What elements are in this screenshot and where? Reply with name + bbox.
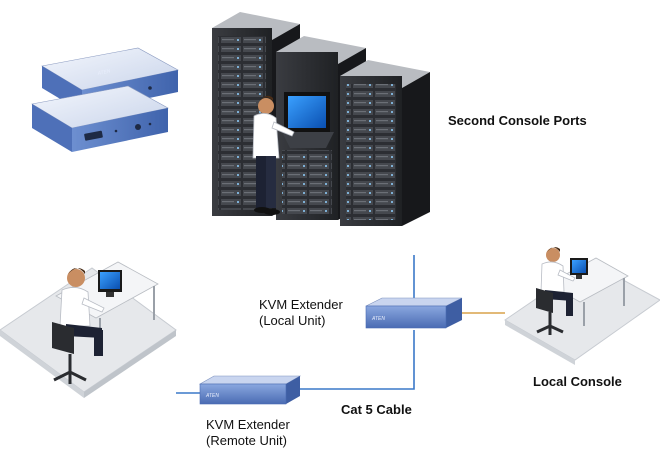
svg-text:ATEN: ATEN	[96, 68, 111, 77]
kvm-local-label-line2: (Local Unit)	[259, 313, 326, 328]
second-console-ports-label: Second Console Ports	[448, 113, 587, 128]
local-console-station	[504, 247, 660, 365]
kvm-extender-units-image: ATEN	[31, 47, 179, 152]
device-brand: ATEN	[205, 393, 219, 399]
kvm-extender-local-box: ATEN	[365, 297, 463, 329]
local-console-label: Local Console	[533, 374, 622, 389]
kvm-local-label-line1: KVM Extender	[259, 297, 343, 312]
remote-console-station	[0, 261, 177, 398]
kvm-remote-label-line2: (Remote Unit)	[206, 433, 287, 448]
kvm-extender-remote-box: ATEN	[198, 375, 302, 405]
server-racks	[212, 12, 430, 226]
kvm-remote-label-line1: KVM Extender	[206, 417, 290, 432]
cat5-cable-label: Cat 5 Cable	[341, 402, 412, 417]
device-brand: ATEN	[371, 316, 385, 322]
cat5-cable	[176, 255, 415, 394]
technician-figure	[252, 95, 295, 215]
